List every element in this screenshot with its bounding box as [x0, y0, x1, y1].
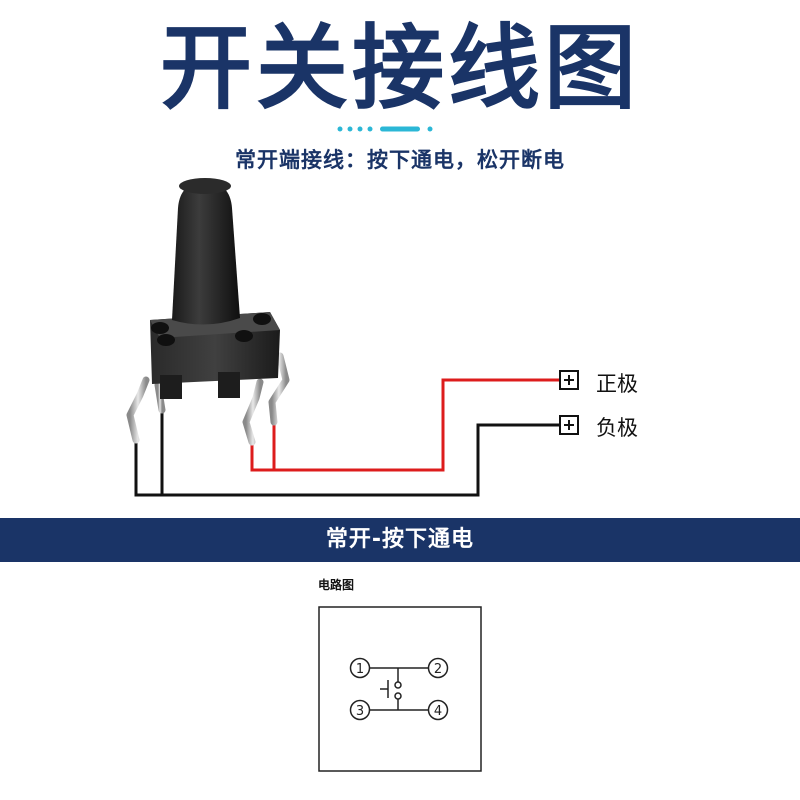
- svg-text:2: 2: [434, 662, 442, 677]
- page-title: 开关接线图: [159, 15, 640, 122]
- wiring-diagram: [126, 178, 579, 497]
- negative-wire: [134, 410, 560, 497]
- positive-wire: [250, 378, 560, 472]
- negative-label: 负极: [596, 416, 638, 440]
- pin-1: 1: [349, 657, 371, 679]
- positive-label: 正极: [596, 372, 638, 396]
- negative-terminal-icon: [559, 415, 579, 435]
- subtitle: 常开端接线：按下通电，松开断电: [235, 148, 565, 172]
- svg-text:4: 4: [434, 704, 442, 719]
- title-divider: [337, 126, 433, 132]
- switch-pins: [126, 352, 290, 446]
- tactile-switch: [150, 178, 280, 399]
- mode-banner: 常开-按下通电: [0, 518, 800, 562]
- pin-3: 3: [349, 699, 371, 721]
- circuit-diagram: 1 2 3 4: [318, 606, 482, 772]
- pin-2: 2: [427, 657, 449, 679]
- pin-4: 4: [427, 699, 449, 721]
- circuit-label: 电路图: [318, 578, 355, 592]
- svg-text:1: 1: [356, 662, 364, 677]
- svg-text:3: 3: [356, 704, 364, 719]
- positive-terminal-icon: [559, 370, 579, 390]
